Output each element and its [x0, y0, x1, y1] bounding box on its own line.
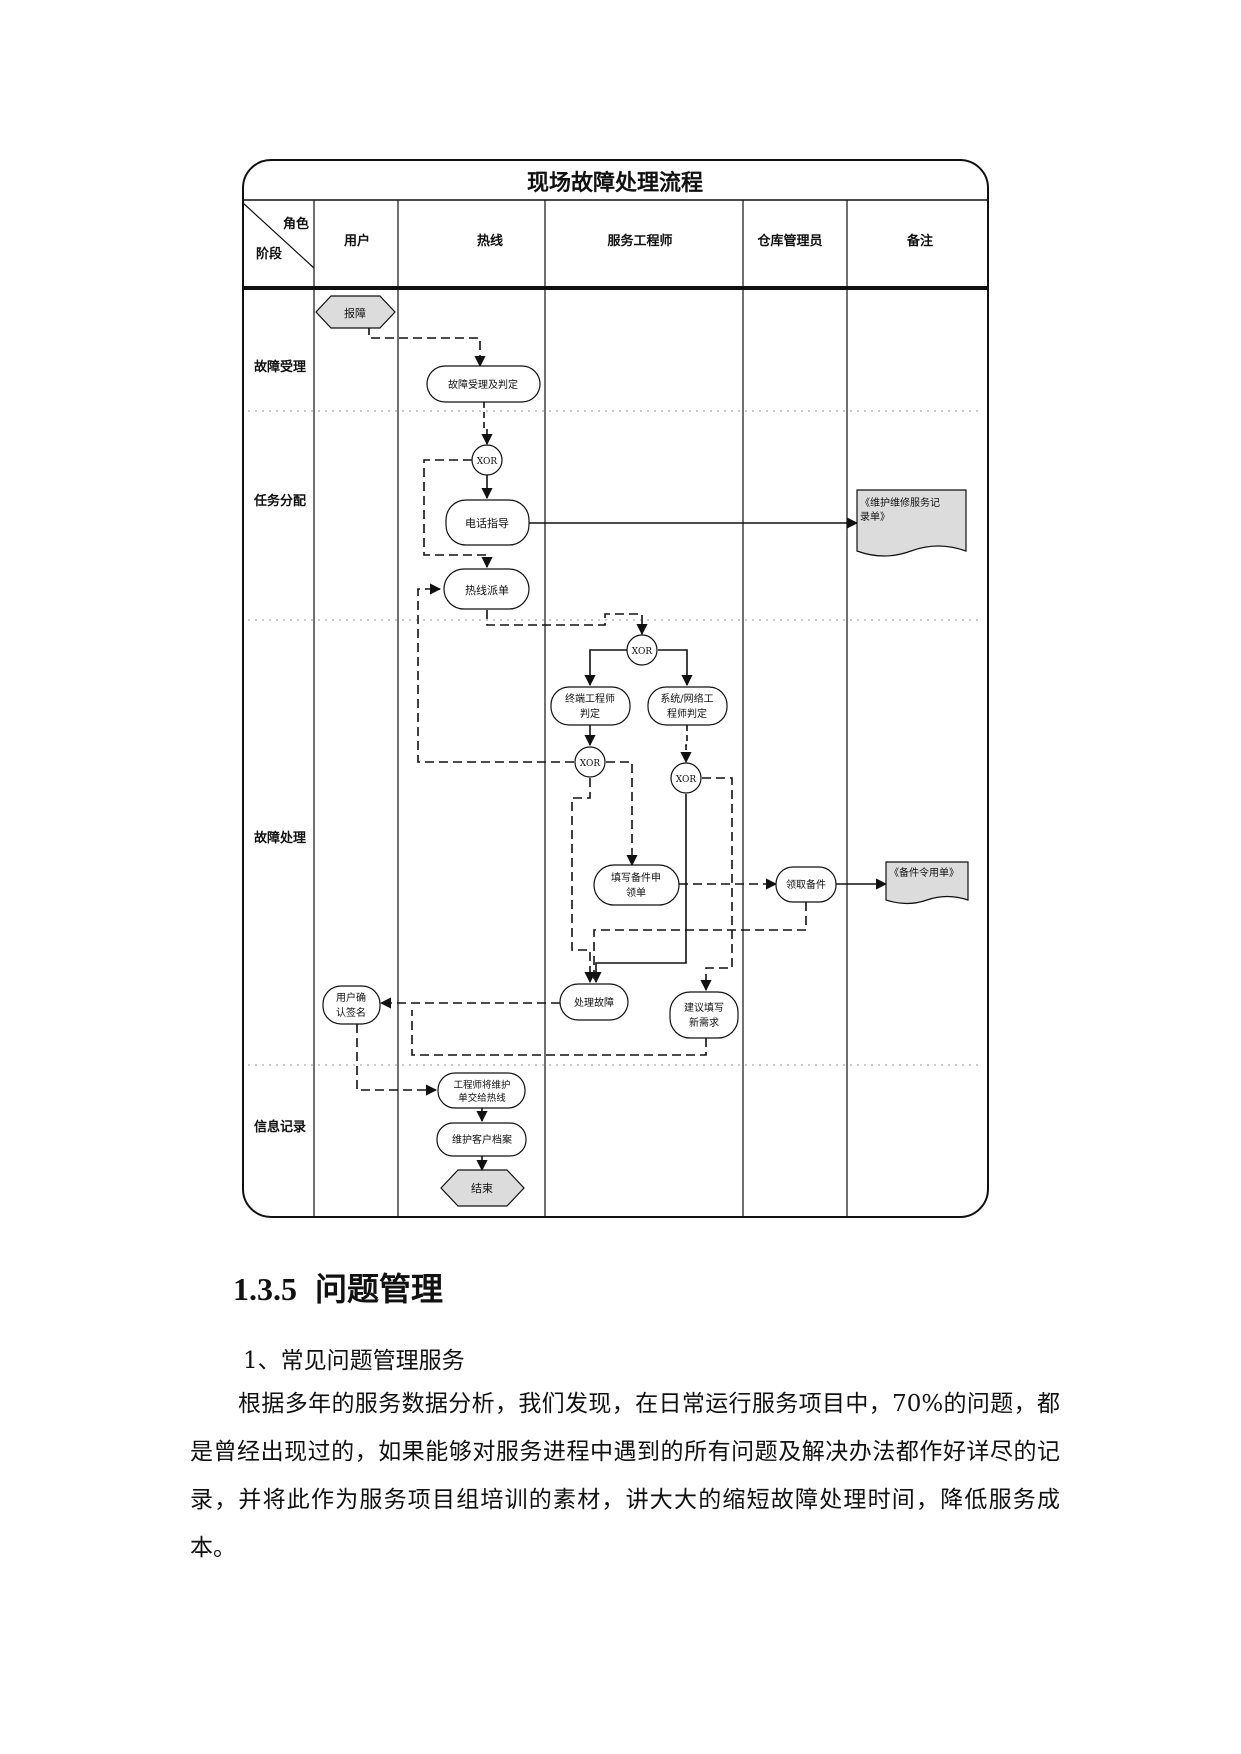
diagram-title: 现场故障处理流程: [527, 170, 703, 196]
connector-xor3-dispatch: [417, 583, 574, 763]
node-handover-line2: 单交给热线: [458, 1092, 506, 1104]
xor-gateway-2-label: XOR: [632, 647, 653, 657]
lane-header-hotline: 热线: [477, 233, 503, 249]
connector-parts-fix: [593, 902, 807, 980]
node-terminal-engineer-line2: 判定: [580, 707, 600, 720]
xor-gateway-1: [471, 444, 503, 476]
connector-xor3-request: [606, 761, 638, 867]
connector-xor2-terminal: [584, 649, 627, 687]
header-stage-label: 阶段: [256, 246, 282, 262]
phase-label-handle: 故障处理: [254, 830, 306, 846]
node-system-engineer: [647, 686, 728, 726]
node-fix-label: 处理故障: [574, 996, 614, 1009]
lane-header-user: 用户: [343, 233, 370, 249]
xor-gateway-3-label: XOR: [580, 759, 601, 769]
node-system-engineer-line2: 程师判定: [667, 707, 707, 720]
connector-xor3-fix: [571, 778, 596, 984]
node-terminal-engineer-line1: 终端工程师: [565, 692, 615, 705]
node-report: [315, 295, 396, 329]
node-suggest-line2: 新需求: [689, 1016, 719, 1029]
header-role-label: 角色: [283, 216, 309, 232]
xor-gateway-3: [574, 746, 606, 778]
node-terminal-engineer: [550, 686, 631, 726]
list-item: 1、常见问题管理服务: [243, 1348, 465, 1374]
node-suggest-line1: 建议填写: [684, 1001, 724, 1014]
phase-label-record: 信息记录: [254, 1119, 306, 1135]
phase-label-assign: 任务分配: [253, 493, 306, 509]
lane-header-notes: 备注: [906, 233, 933, 249]
xor-gateway-1-label: XOR: [477, 457, 498, 467]
node-get-parts: [775, 866, 837, 903]
connector-xor4-fix: [590, 794, 687, 984]
doc-parts-form: [885, 861, 969, 905]
doc-service-record-line2: 录单》: [860, 511, 890, 523]
body-paragraph: 根据多年的服务数据分析，我们发现，在日常运行服务项目中，70%的问题，都是曾经出…: [190, 1391, 1060, 1561]
section-number: 1.3.5: [233, 1271, 297, 1307]
doc-service-record-line1: 《维护维修服务记: [860, 496, 940, 509]
node-handover-line1: 工程师将维护: [453, 1079, 510, 1091]
node-dispatch: [443, 568, 530, 610]
xor-gateway-4: [670, 762, 702, 794]
xor-gateway-2: [626, 634, 658, 666]
node-get-parts-label: 领取备件: [786, 878, 826, 891]
node-fill-request-line2: 领单: [626, 886, 646, 899]
section-title: 问题管理: [315, 1271, 444, 1307]
connector-xor4-suggest: [700, 777, 733, 992]
node-fill-request-line1: 填写备件申: [611, 871, 661, 884]
node-report-label: 报障: [344, 306, 366, 320]
node-system-engineer-line1: 系统/网络工: [660, 692, 713, 705]
node-user-confirm: [322, 985, 381, 1025]
node-fix: [559, 983, 629, 1021]
node-archive-label: 维护客户档案: [452, 1133, 512, 1146]
connector-xor2-system: [658, 649, 693, 687]
section-heading: 1.3.5 问题管理: [233, 1264, 443, 1310]
node-phone-guide-label: 电话指导: [465, 516, 509, 530]
connector-suggest-confirm: [411, 1010, 707, 1056]
node-end-label: 结束: [471, 1182, 493, 1195]
xor-gateway-4-label: XOR: [676, 775, 697, 785]
node-user-confirm-line1: 用户确: [336, 991, 366, 1004]
lane-header-warehouse: 仓库管理员: [756, 233, 822, 249]
node-phone-guide: [445, 499, 530, 546]
node-dispatch-label: 热线派单: [465, 583, 509, 597]
doc-parts-form-label: 《备件令用单》: [889, 866, 959, 879]
doc-service-record: [856, 489, 967, 557]
connector-confirm-handover: [356, 1024, 438, 1096]
flowchart-diagram: 现场故障处理流程 角色 阶段 用户 热线 服务工程师 仓库管理员 备注 故障受理…: [242, 159, 989, 1218]
node-suggest: [669, 991, 739, 1039]
connector-xor1-dispatch: [423, 459, 493, 569]
node-end: [440, 1169, 525, 1207]
connector-accept-xor1: [481, 402, 493, 446]
lane-header-engineer: 服务工程师: [607, 233, 672, 249]
connector-report-accept: [368, 326, 486, 368]
connector-dispatch-xor2: [486, 610, 648, 636]
connector-system-xor4: [680, 725, 692, 764]
node-archive: [436, 1122, 527, 1157]
node-user-confirm-line2: 认签名: [336, 1006, 366, 1019]
header-diagonal: [242, 202, 315, 269]
node-handover: [437, 1072, 526, 1109]
node-fill-request: [593, 864, 680, 906]
node-accept-label: 故障受理及判定: [448, 378, 518, 391]
phase-label-accept: 故障受理: [254, 359, 306, 375]
node-accept: [426, 365, 541, 403]
